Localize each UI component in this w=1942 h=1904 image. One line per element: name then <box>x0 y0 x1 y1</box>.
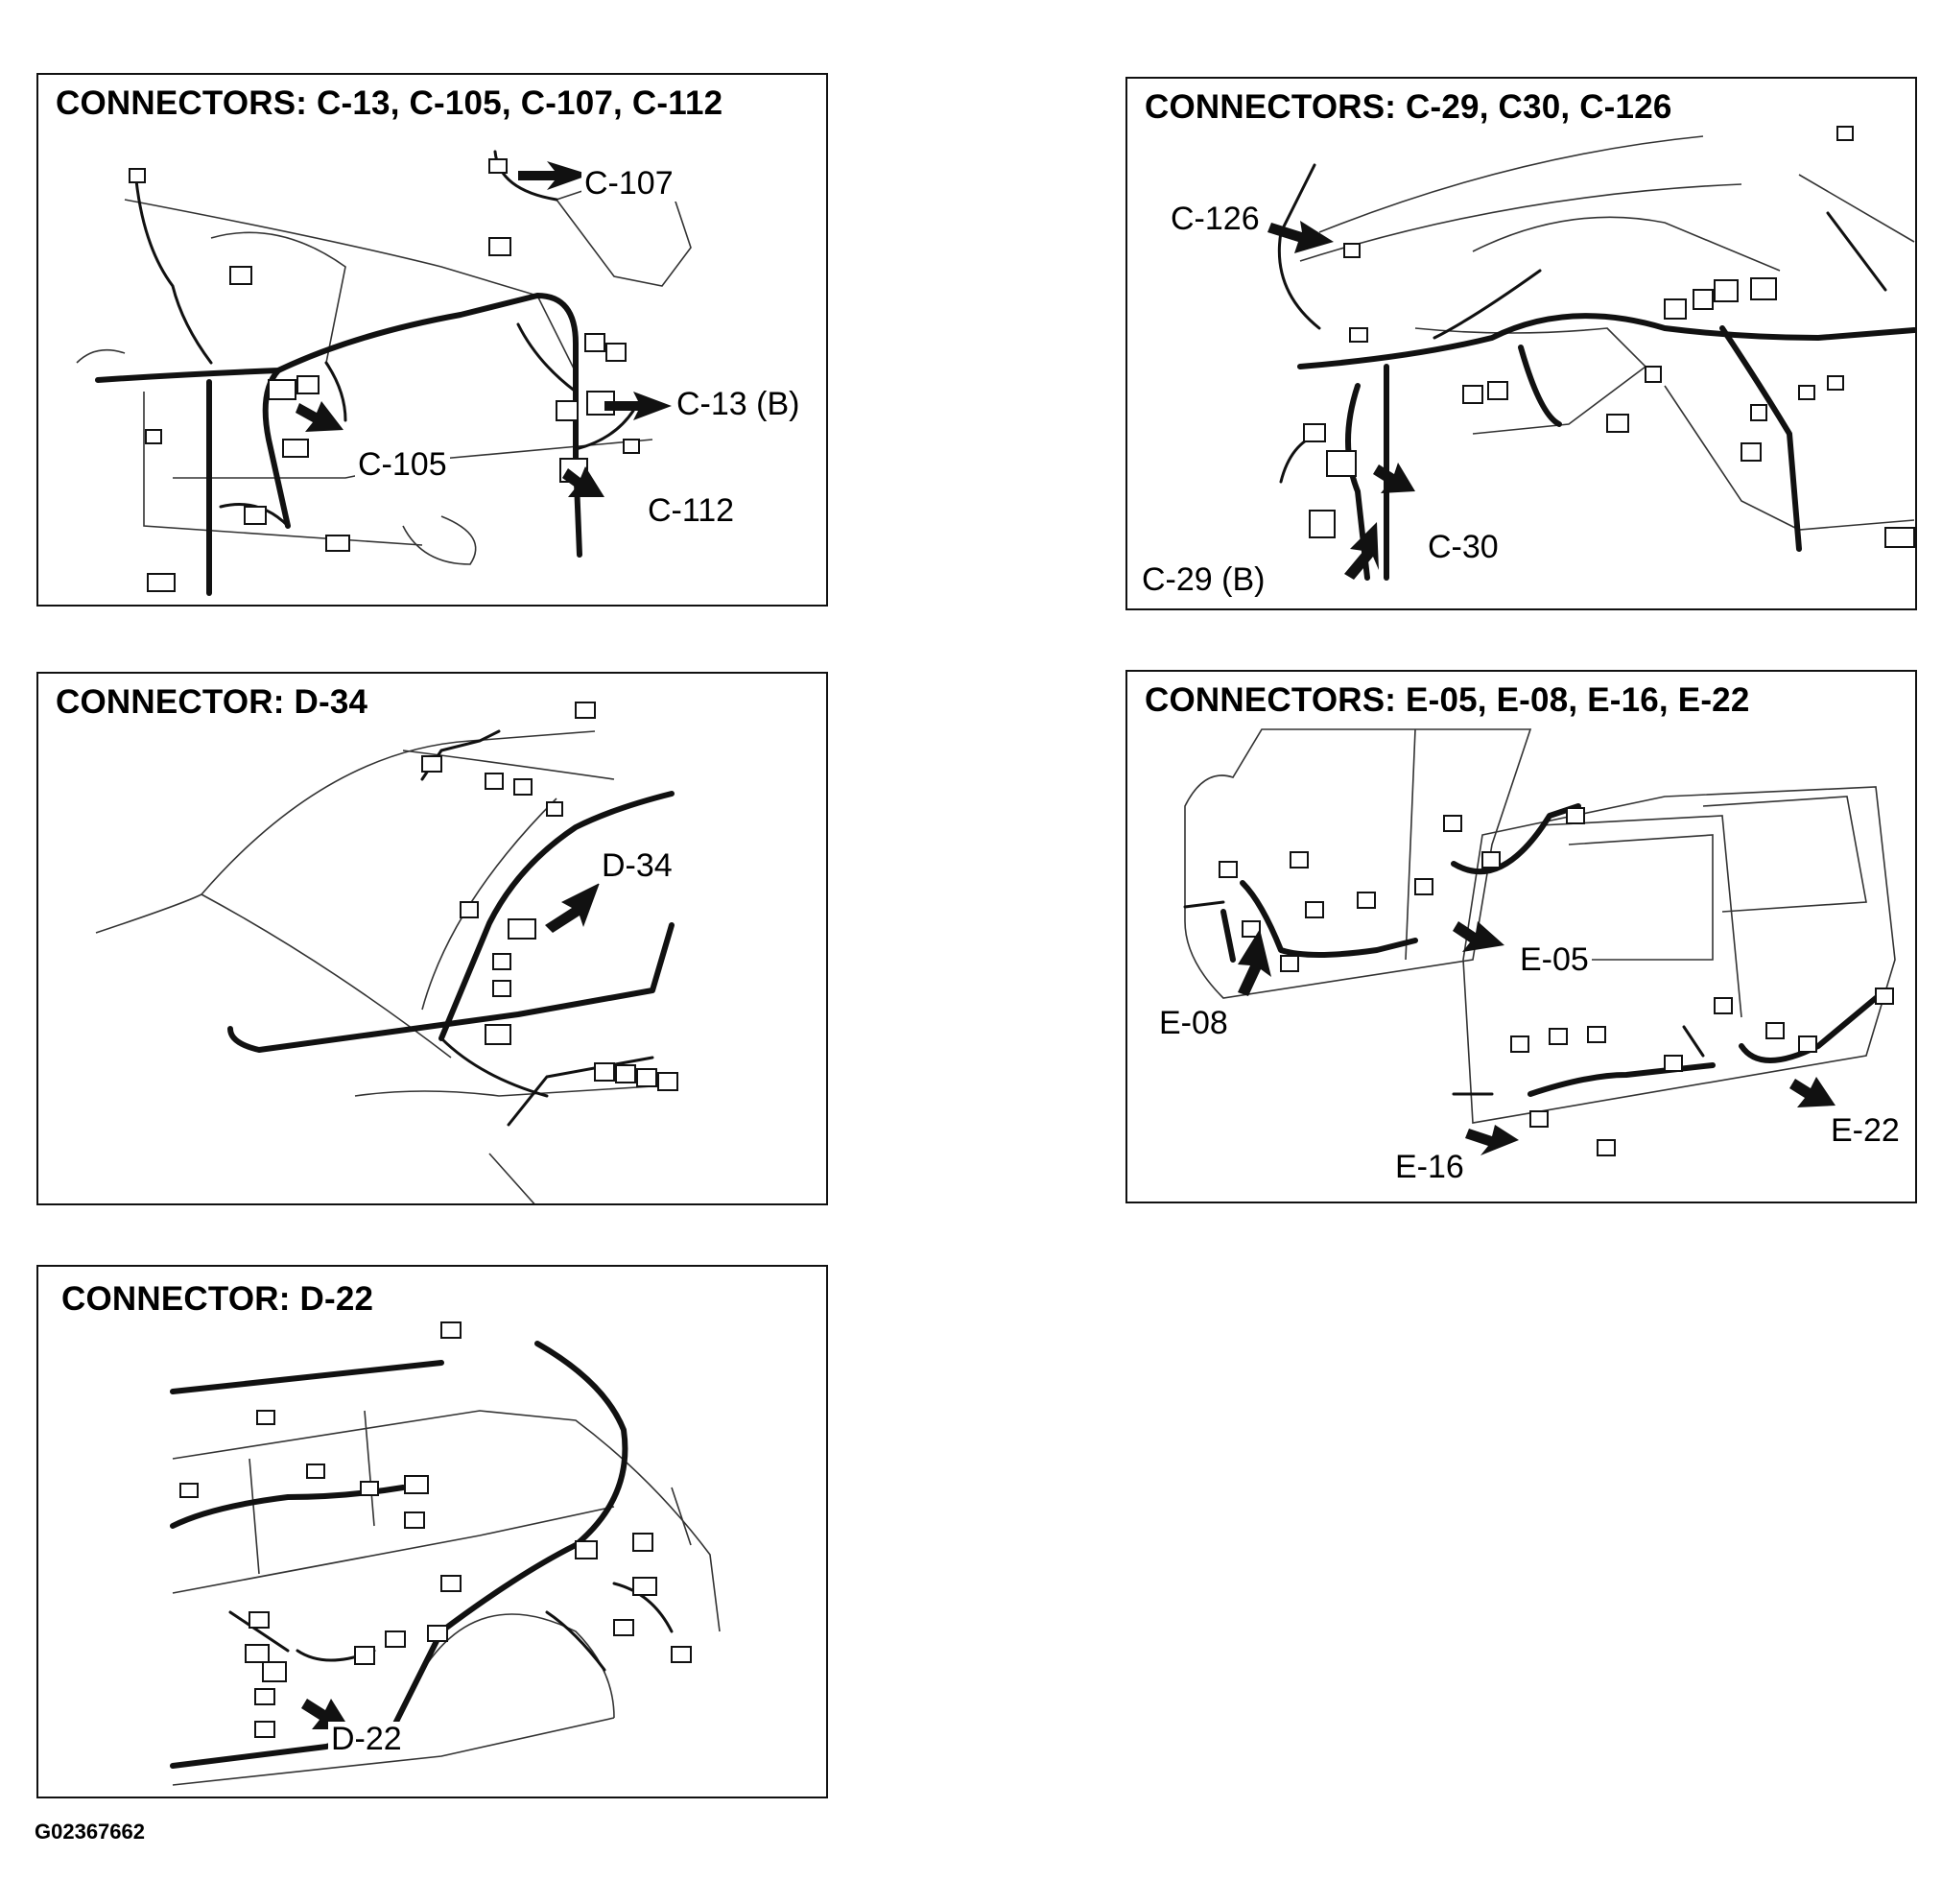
harness-illustration <box>76 150 692 596</box>
callout-c105: C-105 <box>355 446 450 484</box>
panel-title: CONNECTOR: D-34 <box>56 683 372 722</box>
callout-c107: C-107 <box>581 165 676 202</box>
callout-e22: E-22 <box>1828 1112 1903 1150</box>
harness-illustration <box>170 1321 721 1786</box>
callout-d34: D-34 <box>599 847 675 885</box>
callout-c30: C-30 <box>1425 529 1502 566</box>
figure-id: G02367662 <box>35 1820 145 1844</box>
panel-connector-d34: CONNECTOR: D-34 D-34 <box>36 672 828 1205</box>
callout-e08: E-08 <box>1156 1005 1231 1042</box>
panel-title: CONNECTOR: D-22 <box>61 1280 378 1319</box>
callout-d22: D-22 <box>328 1721 405 1758</box>
callout-c126: C-126 <box>1168 201 1263 238</box>
panel-connectors-e05-e08-e16-e22: CONNECTORS: E-05, E-08, E-16, E-22 <box>1125 670 1917 1203</box>
panel-title: CONNECTORS: C-29, C30, C-126 <box>1145 88 1676 127</box>
panel-connectors-c13-c105-c107-c112: CONNECTORS: C-13, C-105, C-107, C-112 <box>36 73 828 607</box>
callout-e05: E-05 <box>1517 941 1592 979</box>
callout-e16: E-16 <box>1392 1149 1467 1186</box>
callout-c112: C-112 <box>645 492 738 530</box>
harness-illustration <box>1267 126 1915 581</box>
callout-c13b: C-13 (B) <box>674 386 803 423</box>
harness-illustration <box>95 702 678 1203</box>
panel-connectors-c29-c30-c126: CONNECTORS: C-29, C30, C-126 <box>1125 77 1917 610</box>
callout-c29b: C-29 (B) <box>1139 561 1268 599</box>
harness-illustration <box>1183 728 1896 1156</box>
panel-title: CONNECTORS: E-05, E-08, E-16, E-22 <box>1145 681 1754 720</box>
panel-title: CONNECTORS: C-13, C-105, C-107, C-112 <box>56 84 727 123</box>
panel-connector-d22: CONNECTOR: D-22 <box>36 1265 828 1798</box>
